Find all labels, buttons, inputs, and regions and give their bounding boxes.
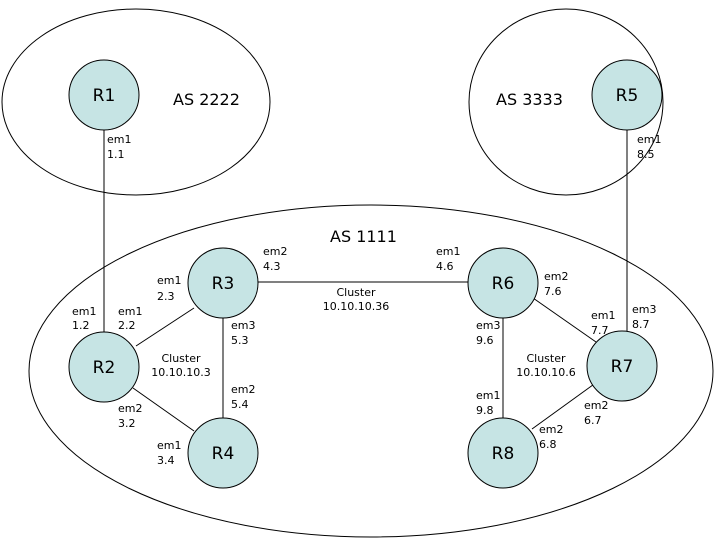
interface-r8-em1: em1 9.8 <box>476 389 500 417</box>
router-r4-label: R4 <box>212 444 235 464</box>
interface-r7-em1: em1 7.7 <box>591 309 615 337</box>
cluster-left-title: Cluster <box>161 352 201 365</box>
svg-text:5.4: 5.4 <box>231 398 249 411</box>
cluster-left-address: 10.10.10.3 <box>151 366 210 379</box>
svg-text:em2: em2 <box>544 270 568 283</box>
router-r2[interactable]: R2 <box>68 331 140 403</box>
interface-r4-em2: em2 5.4 <box>231 383 255 411</box>
router-r5-label: R5 <box>616 86 639 106</box>
router-r8[interactable]: R8 <box>467 417 539 489</box>
svg-text:em2: em2 <box>584 399 608 412</box>
svg-text:8.7: 8.7 <box>632 318 650 331</box>
as-3333-area <box>468 8 664 196</box>
svg-text:em1: em1 <box>591 309 615 322</box>
svg-text:2.3: 2.3 <box>157 290 175 303</box>
svg-text:em1: em1 <box>118 305 142 318</box>
interface-r3-em1: em1 2.3 <box>157 274 181 303</box>
interface-r4-em1: em1 3.4 <box>157 439 181 467</box>
as-2222-label: AS 2222 <box>173 90 240 109</box>
svg-text:4.3: 4.3 <box>263 260 281 273</box>
interface-r6-em1: em1 4.6 <box>436 245 460 273</box>
router-r1-label: R1 <box>93 86 116 106</box>
cluster-right-title: Cluster <box>526 352 566 365</box>
svg-text:7.6: 7.6 <box>544 285 562 298</box>
svg-text:1.2: 1.2 <box>72 319 90 332</box>
router-r6-label: R6 <box>492 274 515 294</box>
router-r4[interactable]: R4 <box>187 417 259 489</box>
svg-text:em1: em1 <box>476 389 500 402</box>
svg-text:5.3: 5.3 <box>231 334 249 347</box>
interface-r8-em2: em2 6.8 <box>539 423 563 451</box>
router-r2-label: R2 <box>93 358 116 378</box>
cluster-right-address: 10.10.10.6 <box>516 366 575 379</box>
router-r5[interactable]: R5 <box>591 59 663 131</box>
svg-text:3.4: 3.4 <box>157 454 175 467</box>
router-r3[interactable]: R3 <box>187 247 259 319</box>
svg-text:em1: em1 <box>72 305 96 318</box>
svg-text:9.8: 9.8 <box>476 404 494 417</box>
cluster-center-title: Cluster <box>336 286 376 299</box>
link-r7-r8 <box>531 381 598 430</box>
svg-text:em2: em2 <box>118 402 142 415</box>
router-r7-label: R7 <box>611 357 634 377</box>
router-r7[interactable]: R7 <box>586 330 658 402</box>
interface-r3-em2: em2 4.3 <box>263 245 287 273</box>
link-r2-r3 <box>135 307 195 347</box>
svg-text:2.2: 2.2 <box>118 319 136 332</box>
svg-text:4.6: 4.6 <box>436 260 454 273</box>
svg-text:em3: em3 <box>231 319 255 332</box>
interface-r2-em1-right: em1 2.2 <box>118 305 142 332</box>
svg-text:9.6: 9.6 <box>476 334 494 347</box>
svg-text:em1: em1 <box>436 245 460 258</box>
svg-text:6.7: 6.7 <box>584 414 602 427</box>
svg-text:em1: em1 <box>157 274 181 287</box>
interface-r7-em3: em3 8.7 <box>632 303 656 331</box>
interface-r5-em1: em1 8.5 <box>637 133 661 161</box>
as-1111-label: AS 1111 <box>330 227 397 246</box>
svg-text:em2: em2 <box>263 245 287 258</box>
svg-text:3.2: 3.2 <box>118 417 136 430</box>
interface-r1-em1: em1 1.1 <box>107 133 131 161</box>
router-r8-label: R8 <box>492 444 515 464</box>
svg-text:em3: em3 <box>476 319 500 332</box>
router-r3-label: R3 <box>212 274 235 294</box>
interface-r3-em3: em3 5.3 <box>231 319 255 347</box>
link-r6-r7 <box>532 297 597 343</box>
svg-text:em3: em3 <box>632 303 656 316</box>
router-r1[interactable]: R1 <box>68 59 140 131</box>
svg-text:8.5: 8.5 <box>637 148 655 161</box>
svg-text:em1: em1 <box>107 133 131 146</box>
interface-r2-em2: em2 3.2 <box>118 402 142 430</box>
as-3333-label: AS 3333 <box>496 90 563 109</box>
cluster-center-address: 10.10.10.36 <box>323 300 389 313</box>
link-r2-r4 <box>132 387 195 432</box>
svg-text:em1: em1 <box>637 133 661 146</box>
interface-r2-em1-up: em1 1.2 <box>72 305 96 332</box>
svg-text:1.1: 1.1 <box>107 148 125 161</box>
svg-text:6.8: 6.8 <box>539 438 557 451</box>
svg-text:7.7: 7.7 <box>591 324 609 337</box>
interface-r7-em2: em2 6.7 <box>584 399 608 427</box>
svg-text:em2: em2 <box>539 423 563 436</box>
interface-r6-em2: em2 7.6 <box>544 270 568 298</box>
interface-r6-em3: em3 9.6 <box>476 319 500 347</box>
svg-text:em1: em1 <box>157 439 181 452</box>
router-r6[interactable]: R6 <box>467 247 539 319</box>
svg-text:em2: em2 <box>231 383 255 396</box>
